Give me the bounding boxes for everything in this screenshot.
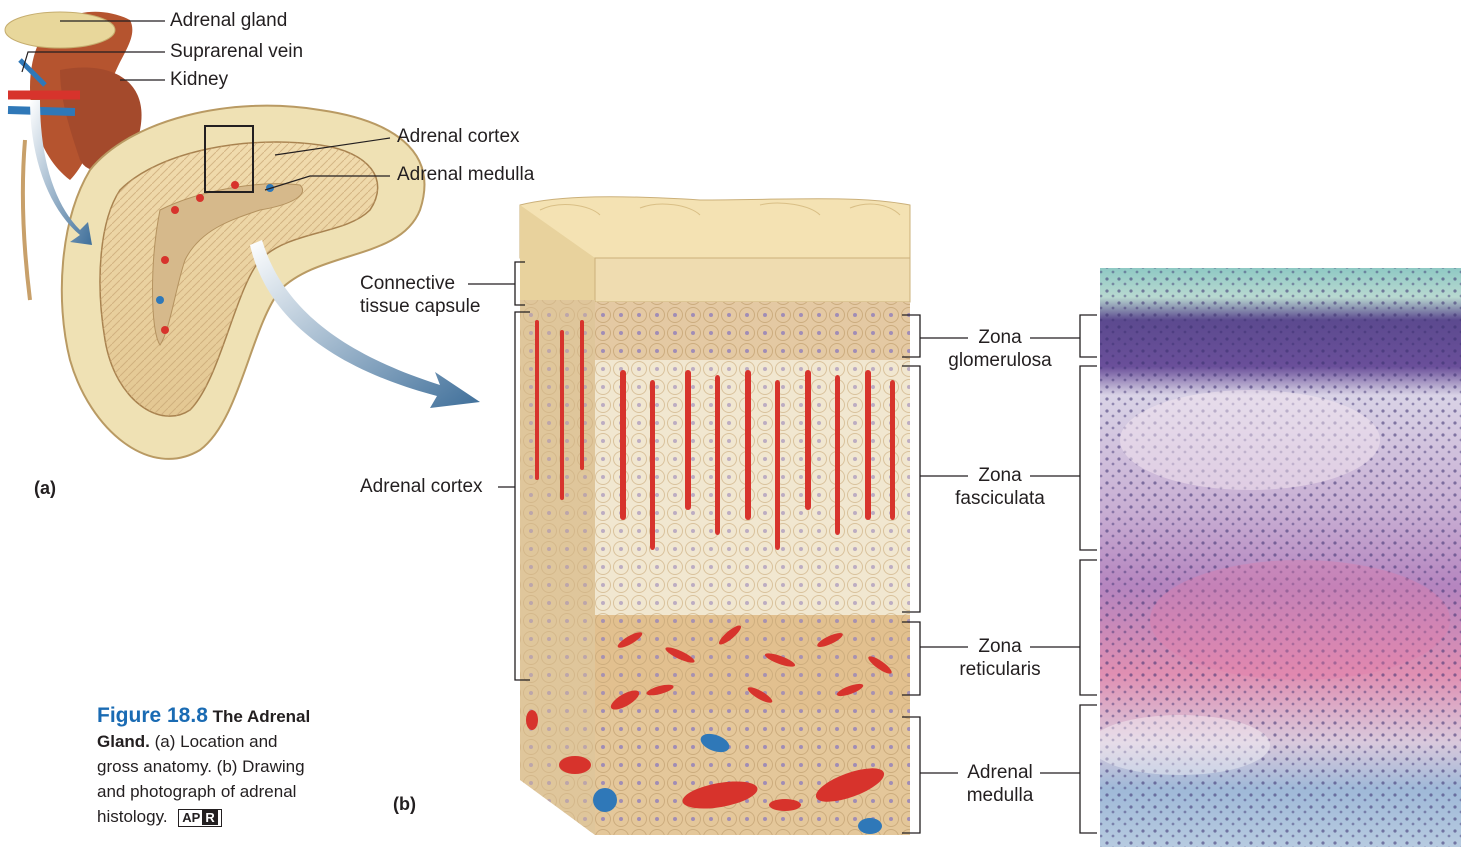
label-zona-reticularis-2: reticularis xyxy=(940,659,1060,681)
label-kidney: Kidney xyxy=(170,69,228,91)
label-zona-glomerulosa-1: Zona xyxy=(940,327,1060,349)
label-connective-capsule-1: Connective xyxy=(360,273,455,295)
label-adrenal-cortex-a: Adrenal cortex xyxy=(397,126,520,148)
label-adrenal-gland: Adrenal gland xyxy=(170,10,287,32)
label-zona-reticularis-1: Zona xyxy=(940,636,1060,658)
label-suprarenal-vein: Suprarenal vein xyxy=(170,41,303,63)
histology-micrograph xyxy=(1090,268,1461,847)
label-adrenal-cortex-b: Adrenal cortex xyxy=(360,476,483,498)
label-adrenal-medulla-b-2: medulla xyxy=(940,785,1060,807)
label-zona-glomerulosa-2: glomerulosa xyxy=(940,350,1060,372)
label-connective-capsule-2: tissue capsule xyxy=(360,296,480,318)
figure-caption: Figure 18.8 The Adrenal Gland. (a) Locat… xyxy=(97,703,312,829)
label-zona-fasciculata-1: Zona xyxy=(940,465,1060,487)
figure-number: Figure 18.8 xyxy=(97,704,208,727)
label-adrenal-medulla-b-1: Adrenal xyxy=(940,762,1060,784)
apr-badge-left: AP xyxy=(182,810,200,825)
panel-label-a: (a) xyxy=(34,478,56,499)
label-adrenal-medulla-a: Adrenal medulla xyxy=(397,164,534,186)
apr-badge-right: R xyxy=(202,810,217,825)
panel-label-b: (b) xyxy=(393,794,416,815)
label-zona-fasciculata-2: fasciculata xyxy=(940,488,1060,510)
tissue-block xyxy=(520,197,910,835)
